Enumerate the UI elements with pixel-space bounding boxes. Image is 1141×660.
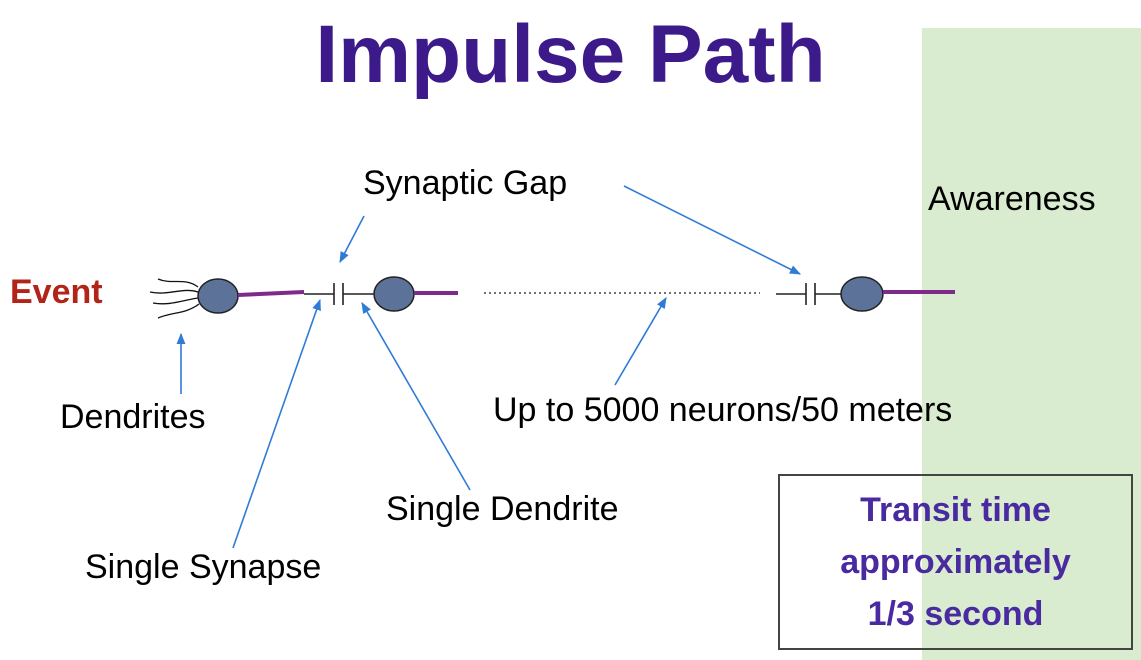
synapse-symbol-2 [776,283,842,305]
single-dendrite-label: Single Dendrite [386,490,619,528]
arrow-synaptic-gap-1 [339,215,365,263]
dendrites-label: Dendrites [60,398,206,436]
transit-time-box: Transit time approximately 1/3 second [778,474,1133,650]
axon-1 [237,290,305,297]
transit-line-3: 1/3 second [867,595,1044,633]
dendrite-fibers [149,278,200,319]
awareness-region [922,28,1141,660]
single-synapse-label: Single Synapse [85,548,322,586]
awareness-label: Awareness [928,180,1096,218]
neuron-range-label: Up to 5000 neurons/50 meters [493,391,953,429]
transit-line-2: approximately [840,543,1071,581]
arrow-single-dendrite [361,302,471,491]
arrow-synaptic-gap-2 [623,185,802,275]
arrow-neuron-range [614,297,667,386]
arrow-single-synapse [232,298,321,549]
synaptic-gap-label: Synaptic Gap [363,164,568,202]
page-title: Impulse Path [315,9,826,100]
transit-line-1: Transit time [860,491,1051,529]
event-label: Event [10,273,103,311]
neuron-cell-body-1 [197,278,239,314]
neuron-cell-body-3 [840,276,884,312]
neuron-cell-body-2 [373,276,415,312]
synapse-symbol-1 [304,283,375,305]
